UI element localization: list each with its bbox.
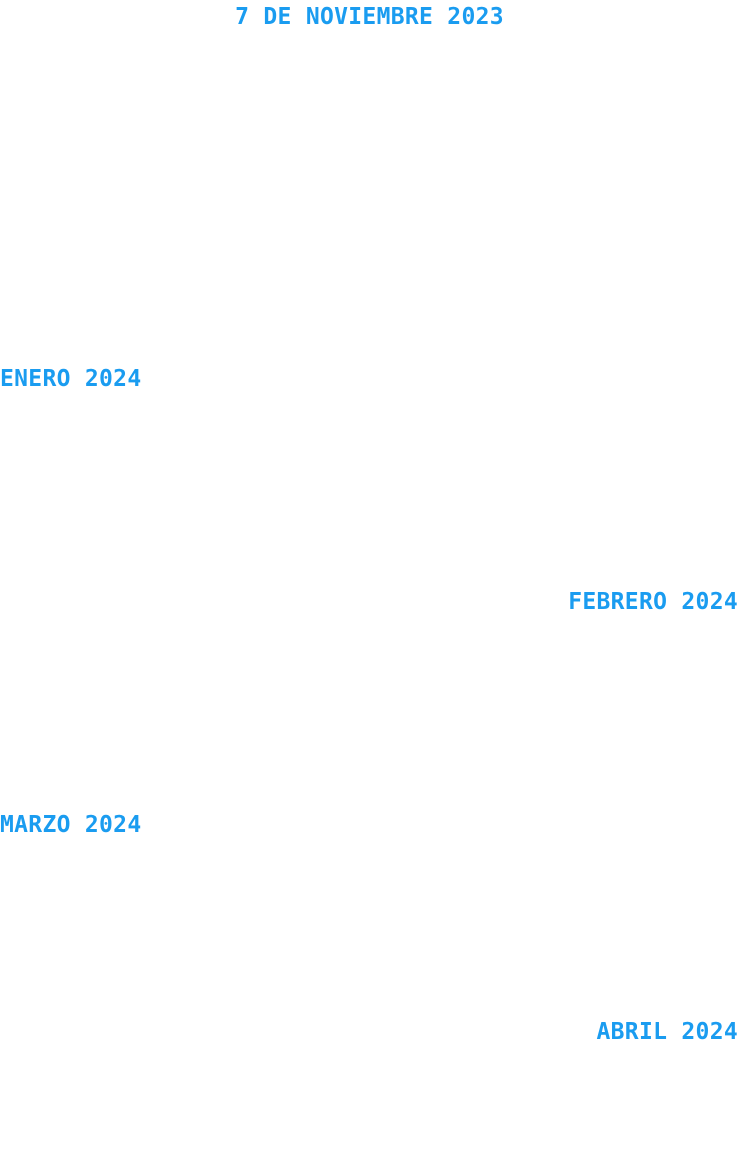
timeline-heading-apr-2024: ABRIL 2024	[596, 1019, 738, 1045]
timeline-heading-nov-2023: 7 DE NOVIEMBRE 2023	[235, 4, 504, 30]
timeline-heading-feb-2024: FEBRERO 2024	[568, 589, 738, 615]
timeline-heading-jan-2024: ENERO 2024	[0, 366, 142, 392]
timeline-heading-mar-2024: MARZO 2024	[0, 812, 142, 838]
